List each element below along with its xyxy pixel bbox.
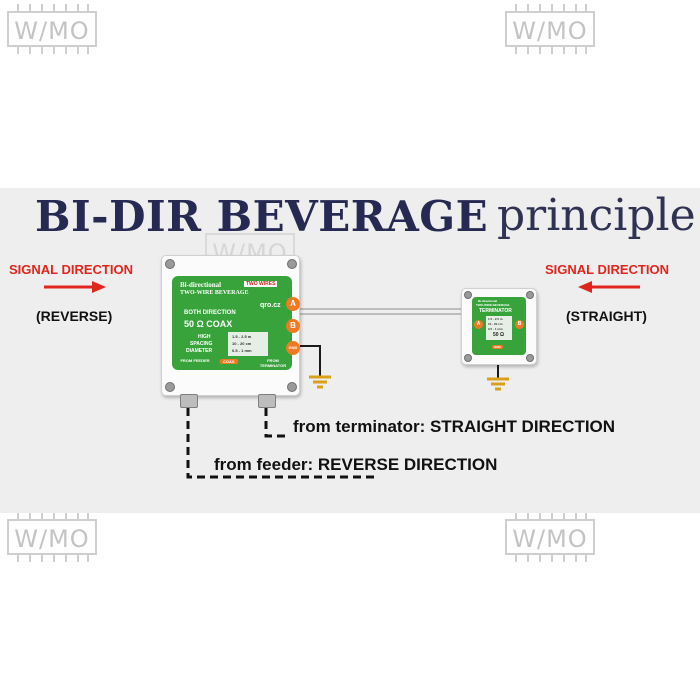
diagram-background <box>0 188 700 513</box>
right-direction-label: (STRAIGHT) <box>566 308 647 324</box>
screw-icon <box>287 259 297 269</box>
note-feeder-direction: from feeder: REVERSE DIRECTION <box>214 455 498 474</box>
terminator-port-a-tag: A <box>474 320 483 329</box>
main-device-box: Bi-directional TWO-WIRE BEVERAGE TWO WIR… <box>161 255 300 396</box>
watermark-bottom-right: W/MO <box>502 512 598 562</box>
terminator-spec-3: 0.5 - 1 mm <box>488 327 503 331</box>
spec-label-high: HIGH <box>198 334 211 340</box>
label-coax: COAX <box>220 359 238 364</box>
terminator-device-box: Bi-directional TWO-WIRE BEVERAGE TERMINA… <box>461 288 537 365</box>
watermark-text: W/MO <box>14 525 90 553</box>
main-direction-line: BOTH DIRECTION <box>184 310 236 316</box>
left-signal-direction-label: SIGNAL DIRECTION <box>9 262 133 277</box>
feeder-port-gland <box>180 394 198 408</box>
diagram-title: BI-DIR BEVERAGE <box>35 192 489 241</box>
terminator-spec-2: 10 - 20 cm <box>488 322 503 326</box>
spec-value-diameter: 0.5 - 1 mm <box>232 348 252 353</box>
terminator-spec-table: 1.5 - 2.5 m 10 - 20 cm 0.5 - 1 mm 50 Ω <box>486 316 512 340</box>
terminator-port-b-tag: B <box>515 320 524 329</box>
terminator-port-gland <box>258 394 276 408</box>
right-signal-direction-label: SIGNAL DIRECTION <box>545 262 669 277</box>
main-brand-line1: Bi-directional <box>180 281 222 289</box>
spec-table: 1.5 - 2.5 m 10 - 20 cm 0.5 - 1 mm <box>228 332 268 356</box>
terminator-brand-line1: Bi-directional <box>478 299 498 303</box>
watermark-frame-icon <box>7 4 97 54</box>
coax-terminator-line <box>264 408 286 438</box>
terminator-ground-icon <box>487 377 509 391</box>
note-terminator-direction: from terminator: STRAIGHT DIRECTION <box>293 417 616 436</box>
main-device-label-panel: Bi-directional TWO-WIRE BEVERAGE TWO WIR… <box>172 276 292 370</box>
watermark-top-left: W/MO <box>4 4 100 54</box>
main-ground-lead <box>298 345 321 376</box>
spec-value-spacing: 10 - 20 cm <box>232 341 252 346</box>
screw-icon <box>526 354 534 362</box>
screw-icon <box>287 382 297 392</box>
watermark-text: W/MO <box>512 17 588 45</box>
screw-icon <box>464 291 472 299</box>
port-b-tag: B <box>286 319 300 333</box>
label-from-feeder: FROM FEEDER <box>180 358 210 363</box>
right-arrow-icon <box>44 281 106 293</box>
spec-label-spacing: SPACING <box>190 341 213 347</box>
terminator-brand-line2: TWO-WIRE BEVERAGE <box>476 303 510 307</box>
watermark-frame-icon <box>505 4 595 54</box>
spec-label-diameter: DIAMETER <box>186 348 213 354</box>
spec-value-high: 1.5 - 2.5 m <box>232 334 252 339</box>
main-impedance: 50 Ω COAX <box>184 319 233 329</box>
watermark-text: W/MO <box>512 525 588 553</box>
terminator-name: TERMINATOR <box>479 308 512 314</box>
screw-icon <box>526 291 534 299</box>
left-arrow-icon <box>578 281 640 293</box>
main-brand-line2: TWO-WIRE BEVERAGE <box>180 290 249 296</box>
watermark-frame-icon <box>505 512 595 562</box>
watermark-top-right: W/MO <box>502 4 598 54</box>
terminator-spec-1: 1.5 - 2.5 m <box>488 317 503 321</box>
port-gnd-tag: GND <box>286 341 300 355</box>
coax-feeder-line <box>186 408 376 479</box>
watermark-text: W/MO <box>14 17 90 45</box>
diagram-subtitle: principle <box>497 190 696 241</box>
screw-icon <box>165 382 175 392</box>
main-ground-icon <box>309 375 331 389</box>
terminator-impedance: 50 Ω <box>493 332 504 338</box>
label-from-terminator: FROM TERMINATOR <box>259 358 287 368</box>
terminator-gnd: GND <box>492 345 503 349</box>
port-a-tag: A <box>286 297 300 311</box>
main-badge: TWO WIRES <box>244 281 278 287</box>
left-direction-label: (REVERSE) <box>36 308 113 324</box>
screw-icon <box>165 259 175 269</box>
watermark-frame-icon <box>7 512 97 562</box>
watermark-bottom-left: W/MO <box>4 512 100 562</box>
screw-icon <box>464 354 472 362</box>
main-logo: qro.cz <box>260 302 281 309</box>
